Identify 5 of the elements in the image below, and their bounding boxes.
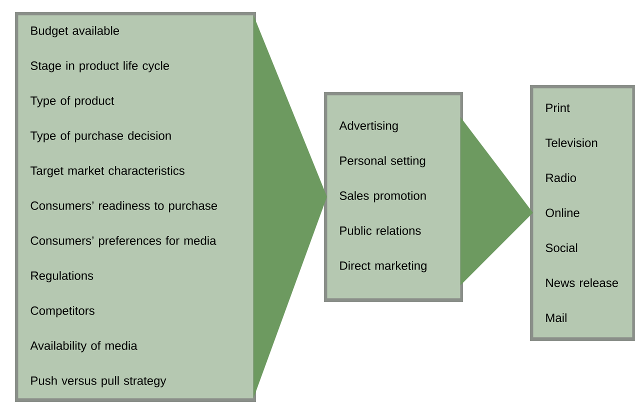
list-box: Advertising Personal setting Sales promotion Public relations Direct marketing — [324, 92, 463, 302]
list-box: Print Television Radio Online Social News release Mail — [530, 85, 635, 341]
list-box: Budget available Stage in product life cycle Type of product Type of purchase decision Target market characteristics Consumers’ readiness to purchase Consumers’ preferences for media Regulations Competitors Availability of media Push versus pull strategy — [15, 12, 256, 402]
chevron-arrow — [253, 15, 327, 398]
chevron-arrow — [460, 117, 533, 286]
